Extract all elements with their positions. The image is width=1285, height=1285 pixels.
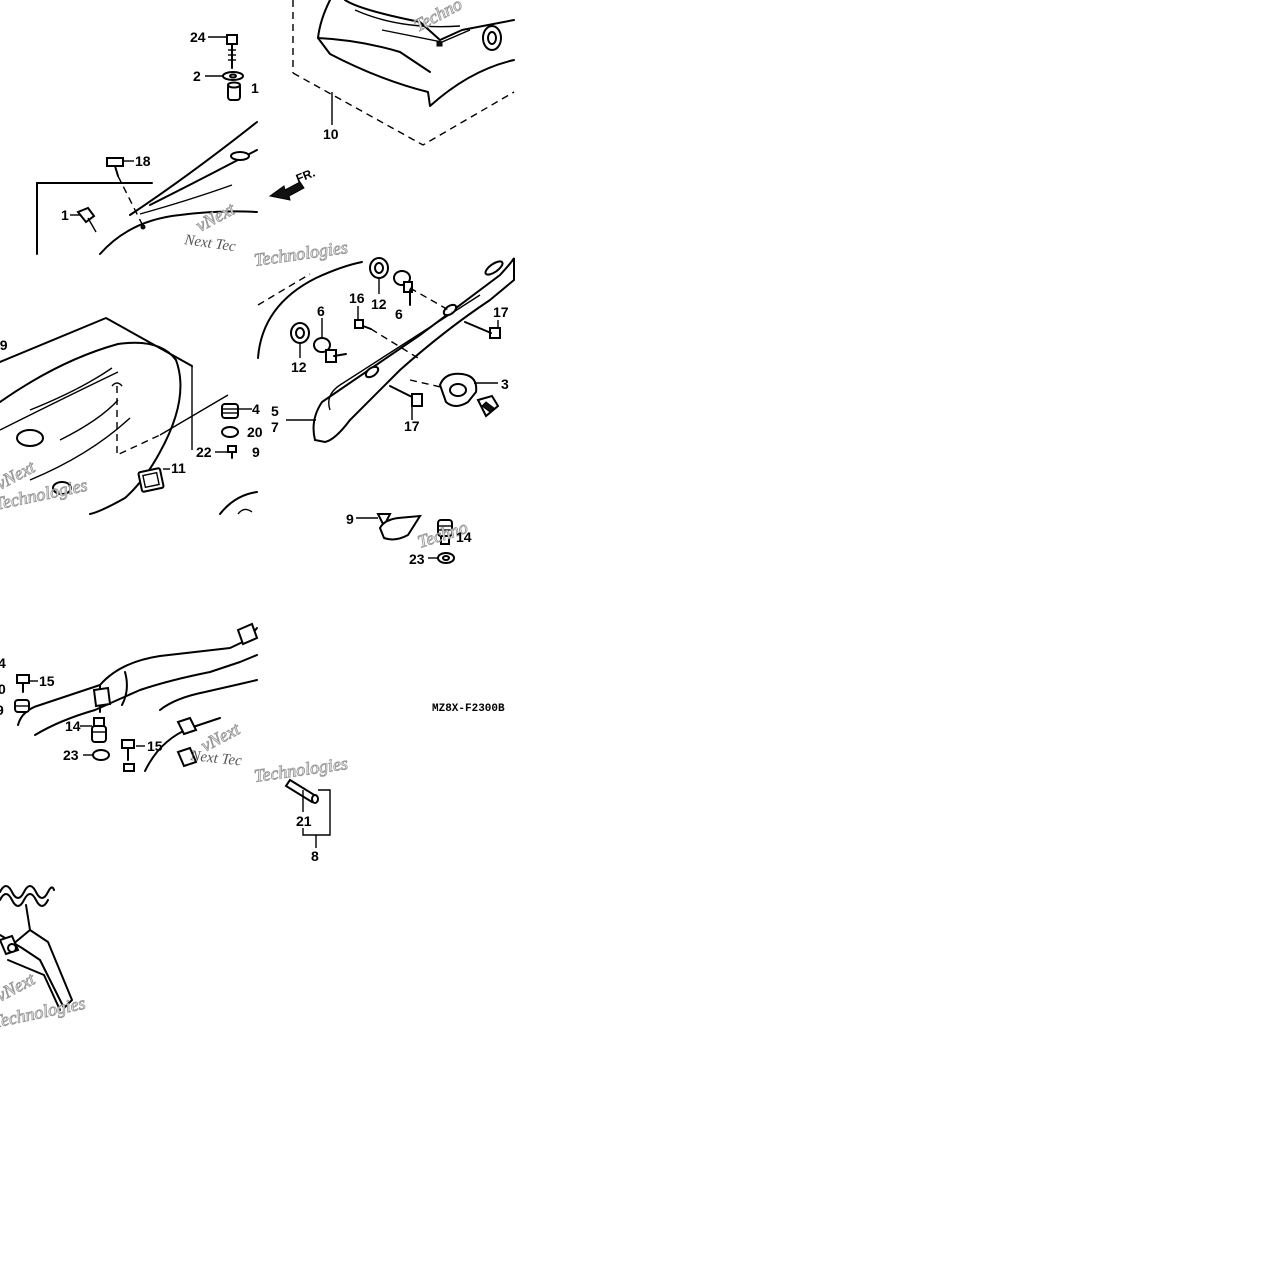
tile-bottom-center <box>284 778 331 848</box>
watermark-tech-top: Techno <box>410 0 465 36</box>
callout-19[interactable]: 19 <box>0 337 8 353</box>
bolt-6-lower[interactable] <box>313 337 347 363</box>
callout-17-upper[interactable]: 17 <box>493 304 509 320</box>
nut-23-left[interactable] <box>92 749 110 761</box>
callout-17-lower[interactable]: 17 <box>404 418 420 434</box>
watermark-wrapped-2: Next Tec <box>189 748 243 769</box>
callout-14-lower[interactable]: 14 <box>456 529 472 545</box>
grab-rail-5[interactable] <box>312 257 515 444</box>
callout-5[interactable]: 5 <box>271 403 279 419</box>
grommet-12-lower[interactable] <box>290 322 310 344</box>
bolt-24[interactable] <box>226 34 238 69</box>
front-arrow-icon <box>268 181 305 201</box>
callout-1-clip[interactable]: 1 <box>61 207 69 223</box>
washer-20[interactable] <box>221 426 239 438</box>
nut-23[interactable] <box>437 552 455 564</box>
grommet-12-upper[interactable] <box>369 257 389 279</box>
callout-24[interactable]: 24 <box>190 29 206 45</box>
callout-9-lower[interactable]: 9 <box>346 511 354 527</box>
callout-20-frame[interactable]: 0 <box>0 681 6 697</box>
collar-1[interactable] <box>227 81 241 101</box>
callout-2[interactable]: 2 <box>193 68 201 84</box>
callout-20-seat[interactable]: 20 <box>247 424 263 440</box>
callout-12-upper[interactable]: 12 <box>371 296 387 312</box>
rubber-4[interactable] <box>221 403 239 419</box>
callout-6-upper[interactable]: 6 <box>395 306 403 322</box>
callout-16[interactable]: 16 <box>349 290 365 306</box>
part-code: MZ8X-F2300B <box>432 703 505 715</box>
callout-1-collar[interactable]: 1 <box>251 80 259 96</box>
bolt-16[interactable] <box>354 319 372 330</box>
rubber-14[interactable] <box>437 519 453 545</box>
watermark-brand-1: vNext <box>192 198 238 235</box>
tile-top-left <box>36 34 258 255</box>
tile-lower-center <box>356 513 455 564</box>
tile-lower-left <box>14 622 259 772</box>
callout-15-upper[interactable]: 15 <box>39 673 55 689</box>
tile-middle-center <box>257 257 515 444</box>
callout-23-lower[interactable]: 23 <box>409 551 425 567</box>
callout-14-frame[interactable]: 14 <box>65 718 81 734</box>
callout-23-frame[interactable]: 23 <box>63 747 79 763</box>
callout-12-lower[interactable]: 12 <box>291 359 307 375</box>
callout-11[interactable]: 11 <box>171 460 186 476</box>
callout-10[interactable]: 10 <box>323 126 339 142</box>
bolt-15-upper[interactable] <box>16 674 30 693</box>
callout-3[interactable]: 3 <box>501 376 509 392</box>
watermark-tech-4: Technologies <box>253 753 349 786</box>
callout-8[interactable]: 8 <box>311 848 319 864</box>
label-plate-11[interactable] <box>137 467 165 493</box>
tile-bottom-left <box>0 885 73 1011</box>
bolt-22[interactable] <box>227 445 237 459</box>
bolt-15-lower[interactable] <box>121 739 135 761</box>
callout-9-frame[interactable]: 9 <box>0 702 4 718</box>
callout-22[interactable]: 22 <box>196 444 212 460</box>
callout-7[interactable]: 7 <box>271 419 279 435</box>
callout-6-lower[interactable]: 6 <box>317 303 325 319</box>
bolt-17-lower[interactable] <box>389 385 423 407</box>
callout-9-seat[interactable]: 9 <box>252 444 260 460</box>
callout-4-seat[interactable]: 4 <box>252 401 260 417</box>
clip-1[interactable] <box>76 206 97 233</box>
tile-top-center <box>268 0 515 201</box>
tile-middle-left <box>0 317 258 515</box>
watermark-brand-4: vNext <box>0 968 39 1005</box>
callout-labels: 24 2 1 18 1 10 19 4 20 22 9 11 12 6 16 1… <box>0 29 509 864</box>
washer-2[interactable] <box>222 71 244 81</box>
watermark-wrapped-1: Next Tec <box>182 232 237 255</box>
rubber-14-left[interactable] <box>91 717 107 743</box>
key-lock-3[interactable] <box>438 372 500 418</box>
callout-4-frame[interactable]: 4 <box>0 655 6 671</box>
watermark-tech-1: Technologies <box>253 237 349 270</box>
rubber-9[interactable] <box>14 699 30 713</box>
front-arrow-label: FR. <box>294 166 317 186</box>
callout-18[interactable]: 18 <box>135 153 151 169</box>
callout-15-lower[interactable]: 15 <box>147 738 163 754</box>
pin-21[interactable] <box>284 778 319 804</box>
callout-21[interactable]: 21 <box>296 813 312 829</box>
bolt-6-upper[interactable] <box>393 270 413 306</box>
bolt-17-upper[interactable] <box>464 321 501 339</box>
bolt-18[interactable] <box>106 157 124 177</box>
